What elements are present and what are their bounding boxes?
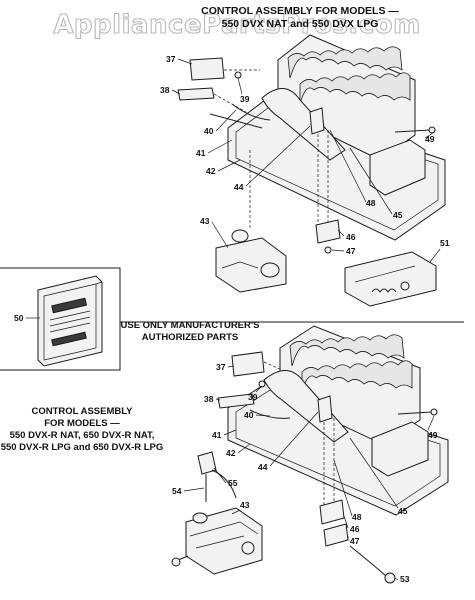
callout-41: 41 <box>196 148 206 158</box>
callout-43: 43 <box>200 216 210 226</box>
gas-valve-top <box>215 229 287 293</box>
callout-b44: 44 <box>258 462 268 472</box>
callout-b38: 38 <box>204 394 214 404</box>
bottom-callouts: 37 38 39 40 41 42 43 44 45 46 47 48 49 5… <box>172 362 438 584</box>
callout-b42: 42 <box>226 448 236 458</box>
callout-b41: 41 <box>212 430 222 440</box>
notice-line1: USE ONLY MANUFACTURER'S <box>121 320 260 331</box>
bottom-title-line3: 550 DVX-R NAT, 650 DVX-R NAT, <box>10 430 155 441</box>
callout-50: 50 <box>14 313 24 323</box>
notice-line2: AUTHORIZED PARTS <box>142 332 238 343</box>
gas-valve-bottom <box>171 507 263 575</box>
bottom-assembly <box>171 325 449 584</box>
side-panel: 50 <box>0 267 121 371</box>
callout-b55: 55 <box>228 478 238 488</box>
callout-45: 45 <box>393 210 403 220</box>
top-title-line1: CONTROL ASSEMBLY FOR MODELS — <box>201 5 399 17</box>
callout-44: 44 <box>234 182 244 192</box>
watermark-text: AppliancePartsPros.com <box>53 10 420 40</box>
callout-37: 37 <box>166 54 176 64</box>
callout-42: 42 <box>206 166 216 176</box>
callout-b54: 54 <box>172 486 182 496</box>
bottom-title-line2: FOR MODELS — <box>44 418 120 429</box>
callout-38: 38 <box>160 85 170 95</box>
heat-exchanger-bottom <box>279 325 421 445</box>
callout-47: 47 <box>346 246 356 256</box>
callout-b39: 39 <box>248 392 258 402</box>
top-title-line2: 550 DVX NAT and 550 DVX LPG <box>222 18 379 30</box>
callout-48: 48 <box>366 198 376 208</box>
callout-b47: 47 <box>350 536 360 546</box>
callout-b49: 49 <box>428 430 438 440</box>
top-assembly <box>177 34 446 307</box>
top-callouts: 37 38 39 40 41 42 43 44 45 46 47 48 49 5… <box>160 54 450 263</box>
callout-51: 51 <box>440 238 450 248</box>
callout-b46: 46 <box>350 524 360 534</box>
callout-b48: 48 <box>352 512 362 522</box>
callout-39: 39 <box>240 94 250 104</box>
callout-49: 49 <box>425 134 435 144</box>
bottom-title-line4: 550 DVX-R LPG and 650 DVX-R LPG <box>1 442 164 453</box>
callout-46: 46 <box>346 232 356 242</box>
callout-b40: 40 <box>244 410 254 420</box>
callout-40: 40 <box>204 126 214 136</box>
callout-b43: 43 <box>240 500 250 510</box>
ignition-module <box>344 251 437 307</box>
callout-b53: 53 <box>400 574 410 584</box>
bottom-title-line1: CONTROL ASSEMBLY <box>32 406 134 417</box>
heat-exchanger-top <box>277 34 416 161</box>
callout-b45: 45 <box>398 506 408 516</box>
callout-b37: 37 <box>216 362 226 372</box>
